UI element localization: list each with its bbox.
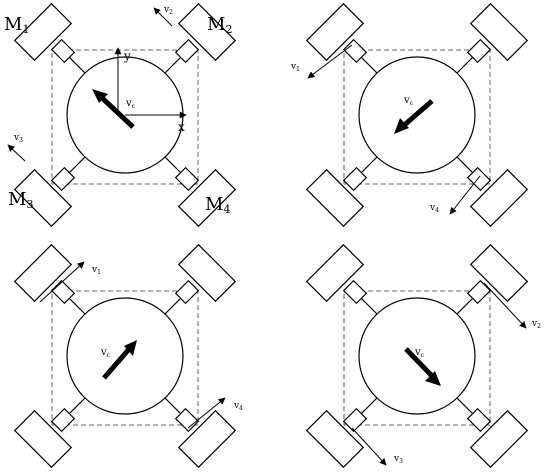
panel-top-right: vc v1 v4 (290, 3, 528, 227)
label-m4: M4 (205, 194, 230, 216)
svg-text:vc: vc (100, 347, 111, 359)
svg-text:v1: v1 (91, 265, 101, 276)
svg-text:vc: vc (414, 347, 425, 359)
panel-top-left: x y vc v2 v3 M1 M2 M3 M4 (4, 3, 236, 227)
svg-text:v2: v2 (163, 5, 173, 16)
svg-text:v2: v2 (531, 319, 541, 330)
svg-text:v4: v4 (429, 203, 439, 214)
label-m1: M1 (4, 14, 29, 36)
label-m2: M2 (207, 14, 232, 36)
axis-y-label: y (123, 49, 131, 63)
svg-text:vc: vc (403, 95, 414, 107)
vc-arrow (102, 346, 132, 380)
vc-arrow (404, 347, 435, 379)
svg-text:vc: vc (125, 98, 136, 110)
vc-arrow (98, 94, 135, 129)
svg-text:v1: v1 (290, 62, 300, 73)
svg-text:v4: v4 (233, 401, 243, 412)
svg-text:v3: v3 (393, 454, 403, 465)
axis-x-label: x (178, 120, 185, 134)
vc-arrow (400, 99, 434, 129)
label-m3: M3 (8, 189, 33, 211)
panel-bottom-right: vc v2 v3 (306, 244, 541, 468)
svg-text:v3: v3 (13, 133, 23, 144)
panel-bottom-left: vc v1 v4 (14, 244, 243, 468)
